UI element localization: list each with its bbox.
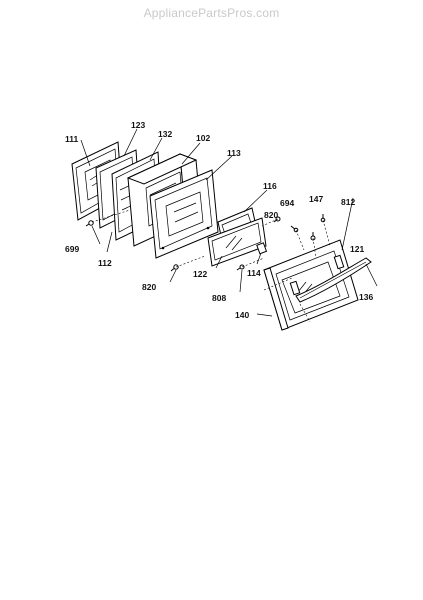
screw-694 — [290, 225, 299, 233]
part-122-glass — [207, 217, 267, 267]
assembly-guides — [91, 209, 331, 323]
label-820-lower: 820 — [142, 282, 156, 292]
label-114: 114 — [247, 268, 261, 278]
label-136: 136 — [359, 292, 373, 302]
part-140-outer-door — [263, 239, 359, 331]
part-114-clip — [256, 242, 268, 255]
label-116: 116 — [263, 181, 277, 191]
screw-812 — [320, 214, 326, 223]
label-132: 132 — [158, 129, 172, 139]
label-140: 140 — [235, 310, 249, 320]
screw-820-lower — [170, 264, 179, 272]
leader-lines — [80, 128, 378, 317]
label-808: 808 — [212, 293, 226, 303]
label-112: 112 — [98, 258, 112, 268]
label-102: 102 — [196, 133, 210, 143]
watermark: AppliancePartsPros.com — [143, 6, 280, 20]
label-123: 123 — [131, 120, 145, 130]
screw-808 — [236, 264, 245, 271]
label-699: 699 — [65, 244, 79, 254]
part-121-endcap — [289, 254, 345, 296]
label-121: 121 — [350, 244, 364, 254]
part-113-panel — [149, 169, 219, 259]
label-820-upper: 820 — [264, 210, 278, 220]
part-136-handle — [295, 257, 372, 303]
label-111: 111 — [65, 134, 79, 144]
label-812: 812 — [341, 197, 355, 207]
label-147: 147 — [309, 194, 323, 204]
label-113: 113 — [227, 148, 241, 158]
label-694: 694 — [280, 198, 294, 208]
label-122: 122 — [193, 269, 207, 279]
screw-699 — [85, 220, 94, 227]
